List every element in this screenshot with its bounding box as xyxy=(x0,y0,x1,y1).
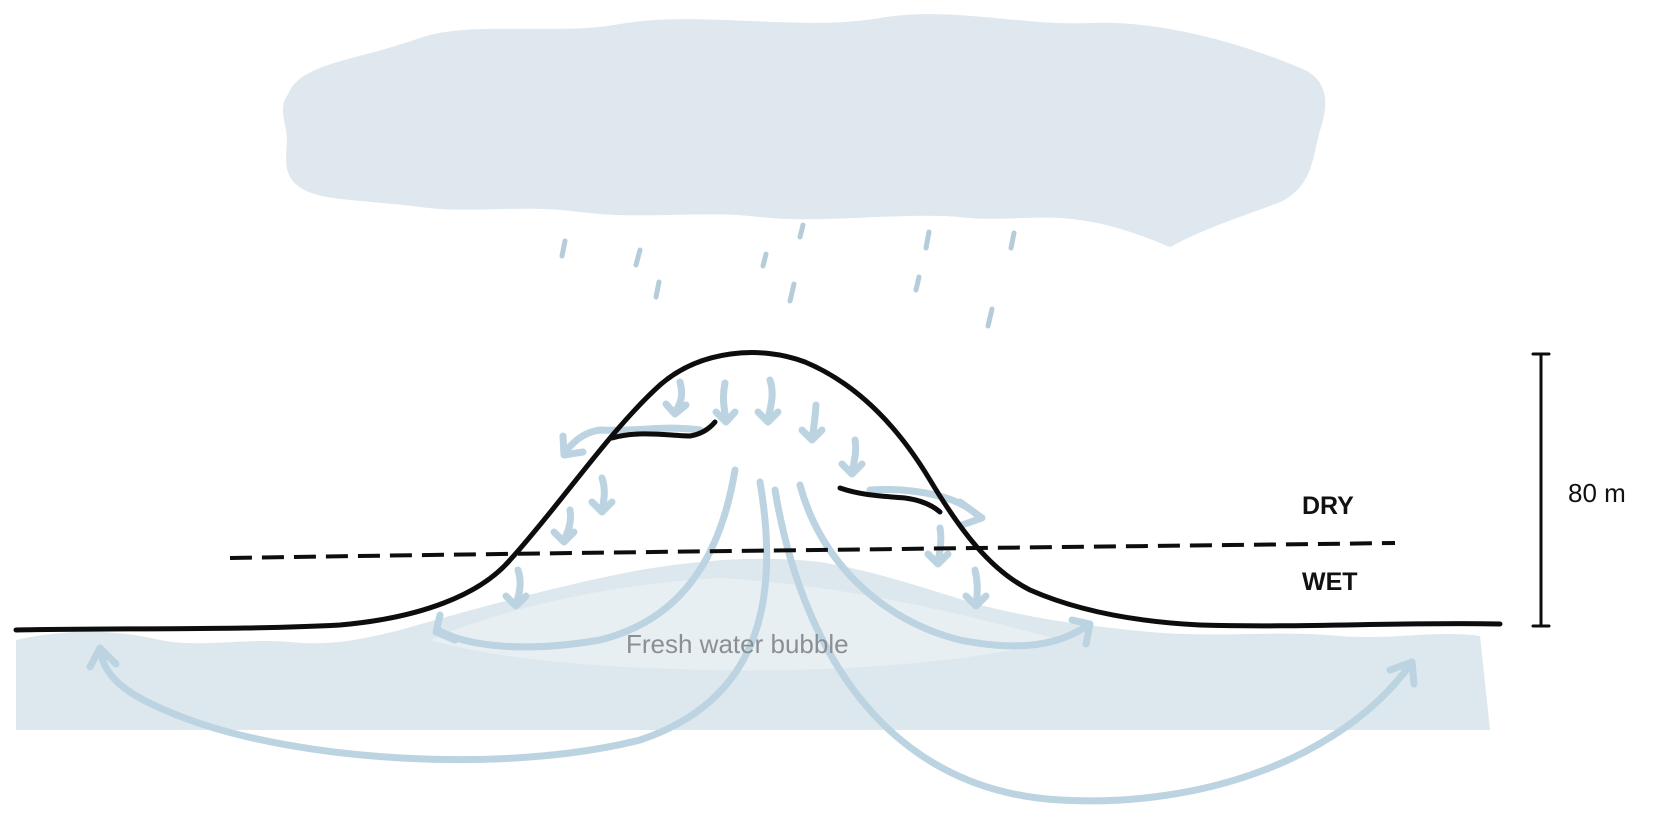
rain-cloud-icon xyxy=(282,14,1326,248)
fresh-water-bubble-label: Fresh water bubble xyxy=(626,629,849,659)
flow-arrows-icon xyxy=(86,376,1418,805)
island-outline-icon xyxy=(13,350,1503,633)
height-scale-bar-icon xyxy=(1531,352,1551,628)
dry-zone-label: DRY xyxy=(1302,492,1354,520)
wet-zone-label: WET xyxy=(1302,568,1358,596)
water-table-line-icon xyxy=(229,541,1396,560)
height-scale-label: 80 m xyxy=(1568,478,1626,508)
rain-drops-icon xyxy=(559,222,1017,329)
